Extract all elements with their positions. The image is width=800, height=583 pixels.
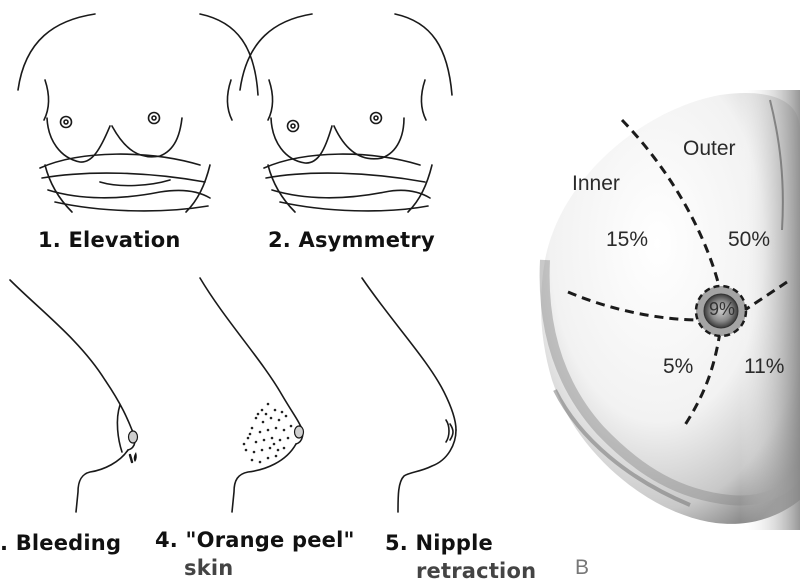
orange-peel-dimples <box>243 403 293 464</box>
label-orange-peel-line2: skin <box>184 556 233 580</box>
percent-central: 9% <box>709 299 735 320</box>
profile-nipple-retraction-drawing <box>362 278 456 512</box>
profile-bleeding-drawing <box>10 280 135 512</box>
bleeding-nipple <box>129 431 138 443</box>
percent-lower-outer: 11% <box>744 355 784 379</box>
label-asymmetry: 2. Asymmetry <box>268 228 435 252</box>
breast-edge-shadow <box>740 90 800 530</box>
percent-lower-inner: 5% <box>663 355 693 379</box>
label-bleeding: . Bleeding <box>0 531 121 555</box>
torso-elevation-drawing <box>18 14 258 212</box>
percent-upper-inner: 15% <box>606 228 648 252</box>
torso-asymmetry-drawing <box>240 14 452 212</box>
panel-letter-b: B <box>575 556 589 580</box>
profile-orange-peel-drawing <box>200 278 303 512</box>
label-nipple-retraction-line2: retraction <box>416 559 536 583</box>
percent-upper-outer: 50% <box>728 228 770 252</box>
label-nipple-retraction: 5. Nipple <box>385 531 493 555</box>
label-orange-peel: 4. "Orange peel" <box>155 528 355 552</box>
blood-drop-icon <box>134 452 137 462</box>
region-label-outer: Outer <box>683 137 736 161</box>
label-elevation: 1. Elevation <box>38 228 181 252</box>
breast-quadrant-diagram <box>541 90 800 530</box>
region-label-inner: Inner <box>572 172 620 196</box>
orange-peel-nipple <box>295 426 304 438</box>
